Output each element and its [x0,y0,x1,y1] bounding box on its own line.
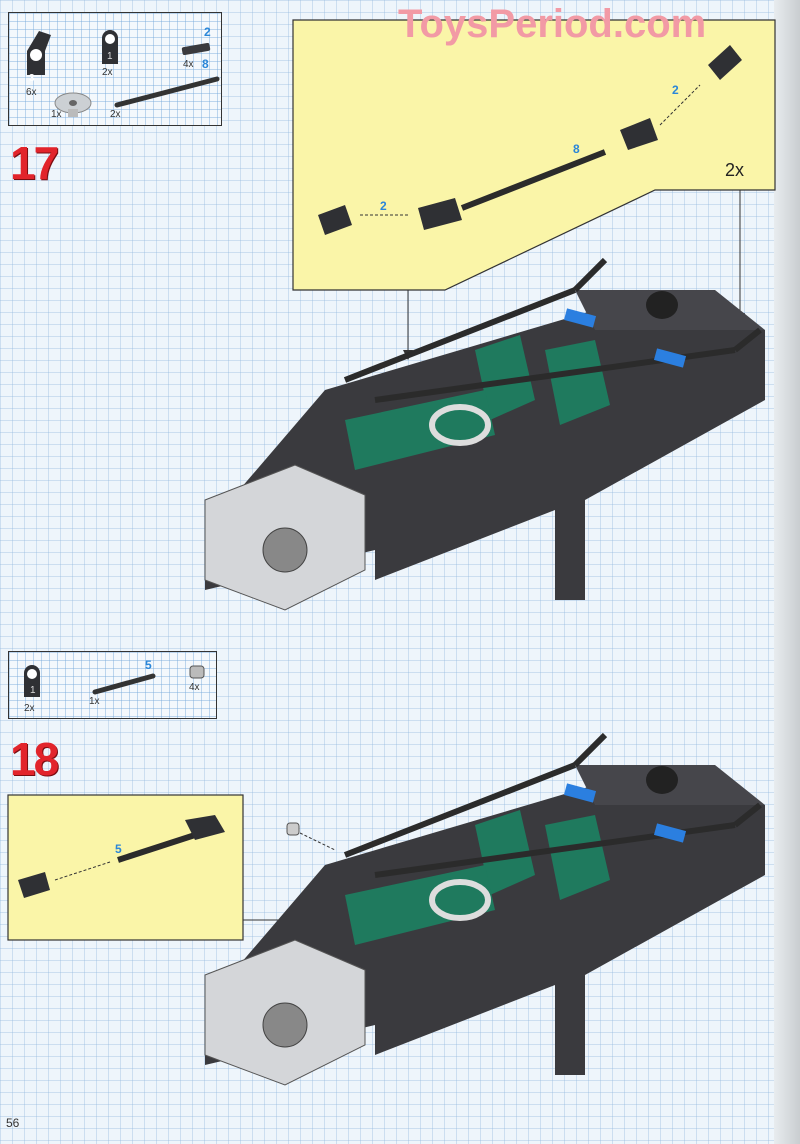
part-qty: 1x [51,109,62,120]
blue-pin [563,783,597,803]
part-length: 5 [145,658,152,672]
blue-pin [653,823,687,843]
part-number: 1 [107,51,113,62]
part-length: 8 [202,57,209,71]
part-qty: 1x [89,696,100,707]
part-length: 2 [204,25,211,39]
subassembly-axle-with-connectors [318,45,742,235]
part-number: 3 [29,73,35,84]
page-edge-shadow [774,0,800,1144]
axle-joiner-icon [181,43,211,55]
step-number-17: 17 [10,137,59,189]
seat [475,810,535,895]
round-brick [646,766,678,794]
axle-length-label: 5 [115,842,122,856]
round-brick [646,291,678,319]
callout-step-17 [292,19,776,360]
axle-length-label: 8 [573,142,580,156]
step-number-18: 18 [10,733,59,785]
callout-multiplier: 2x [725,160,745,180]
parts-list-step-18: 1 2x 5 1x 4x [8,651,217,719]
bush-arrow [299,832,336,851]
steering-wheel [429,879,491,921]
angle-connector-icon [27,31,51,75]
seat [545,815,610,900]
engine-block [204,464,366,611]
blue-pin [563,308,597,328]
parts-list-step-17: 3 6x 1 2x 2 4x 8 1x 2x [8,12,222,126]
watermark: ToysPeriod.com [398,2,707,46]
steering-wheel [429,404,491,446]
steering-wheel-icon [54,92,92,117]
model-illustration-step-17 [204,257,765,611]
part-qty: 2x [110,109,121,120]
part-qty: 2x [102,67,113,78]
part-qty: 2x [24,703,35,714]
axle-joiner-length-label: 2 [380,199,387,213]
part-qty: 4x [183,59,194,70]
part-qty: 6x [26,87,37,98]
differential [262,1002,308,1048]
bush [286,822,300,836]
axle-icon [114,76,220,108]
part-number: 1 [30,685,36,696]
model-illustration-step-18 [204,732,765,1086]
axle-connector-icon [102,30,118,64]
bush-icon [189,665,205,679]
blue-pin [653,348,687,368]
part-qty: 4x [189,682,200,693]
page-number: 56 [6,1116,20,1130]
axle-icon [92,673,156,695]
axle-connector-icon [24,665,40,697]
callout-step-18 [7,794,350,941]
axle-joiner-length-label: 2 [672,83,679,97]
